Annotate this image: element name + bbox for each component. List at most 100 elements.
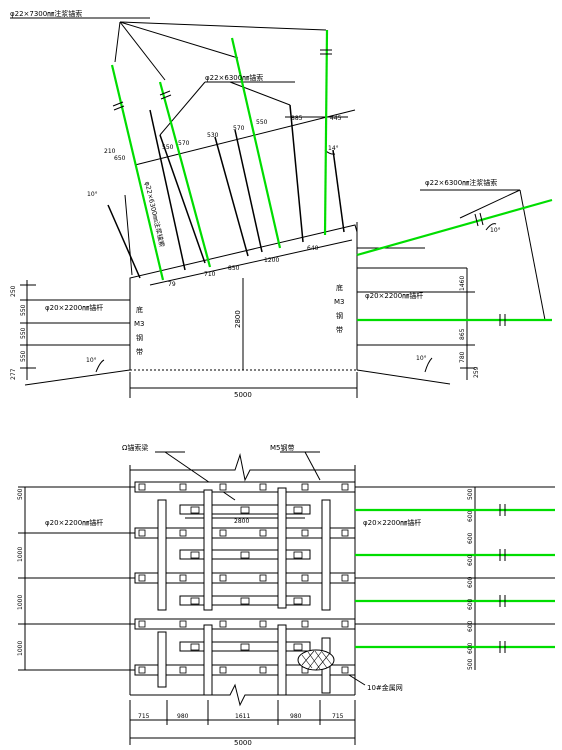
plan-right-dim-3: 600: [467, 532, 474, 544]
dim-roof-5: 640: [307, 245, 319, 252]
plan-dim-width: 5000: [234, 739, 252, 747]
label-right-anchor: φ22×6300㎜注浆锚索: [425, 178, 497, 187]
floor-line-right: [356, 369, 451, 385]
anchor-plate: [240, 643, 250, 651]
belt-row-3: [134, 572, 356, 584]
belt-row-5: [134, 664, 356, 676]
plan-right-dim-9: 500: [467, 658, 474, 670]
bolt-plate: [179, 529, 187, 537]
anchor-plate: [240, 506, 250, 514]
bolt-plate: [179, 666, 187, 674]
bolt-plate: [219, 666, 227, 674]
floor-line-left: [24, 369, 131, 386]
tunnel-outline: [129, 224, 358, 370]
anchor-plate: [190, 643, 200, 651]
elevation-labels: φ22×7300㎜注浆锚索 φ22×6300㎜锚索 φ22×6300㎜注浆锚索 …: [10, 9, 501, 399]
dim-roof-2: 710: [204, 271, 216, 278]
bolt-plate: [341, 620, 349, 628]
anchor-plate: [190, 506, 200, 514]
dim-top-7: 445: [330, 115, 342, 122]
anchor-plate: [293, 551, 303, 559]
anchor-green-2: [158, 81, 212, 268]
plan-right-dim-5: 600: [467, 576, 474, 588]
bolt-plates: [138, 483, 349, 674]
dim-top-3: 530: [207, 132, 219, 139]
bolt-plate: [301, 529, 309, 537]
bolt-plate: [259, 529, 267, 537]
anchor-plate: [293, 643, 303, 651]
angle-14: 14°: [328, 145, 339, 152]
belt-row-1: [134, 481, 356, 493]
plan-right-dim-7: 600: [467, 620, 474, 632]
label-steel-belt: M5钢带: [270, 443, 295, 452]
bolt-plate: [341, 666, 349, 674]
anchor-green-1: [110, 64, 165, 281]
anchor-black-3: [159, 134, 206, 264]
dim-top-2: 570: [178, 140, 190, 147]
plan-left-dim-4: 1000: [17, 641, 24, 656]
section-elevation: [10, 17, 546, 398]
wall-text-right-1: 底: [336, 283, 343, 292]
belt-row-2: [134, 527, 356, 539]
bolt-plate: [301, 620, 309, 628]
plan-right-dim-2: 600: [467, 510, 474, 522]
plan-left-dim-1: 500: [17, 488, 24, 500]
bolt-plate: [138, 483, 146, 491]
label-bolt-left: φ20×2200㎜锚杆: [45, 303, 103, 312]
plan-label-bolt-right: φ20×2200㎜锚杆: [363, 518, 421, 527]
wall-text-right-3: 钢: [336, 311, 343, 320]
anchor-plate: [240, 597, 250, 605]
plan-left-dim-2: 1000: [17, 547, 24, 562]
label-mid-anchor: φ22×6300㎜锚索: [205, 73, 263, 82]
dim-210: 210: [104, 148, 116, 155]
anchor-black-4: [214, 136, 249, 257]
bolt-plate: [219, 574, 227, 582]
right-dim-2: 865: [459, 328, 466, 340]
anchor-plate: [240, 551, 250, 559]
left-dim-5: 277: [10, 368, 17, 380]
bolt-plate: [259, 620, 267, 628]
anchor-plate: [293, 597, 303, 605]
bolt-plate: [179, 483, 187, 491]
wall-text-left-1: 底: [136, 305, 143, 314]
bolt-plate: [301, 483, 309, 491]
bolt-plate: [179, 574, 187, 582]
right-dim-3: 780: [459, 351, 466, 363]
wall-text-right-4: 带: [336, 326, 343, 334]
plan-labels: Ω锚索梁 M5钢带 φ20×2200㎜锚杆 φ20×2200㎜锚杆 10#金属网…: [17, 443, 474, 747]
label-mesh: 10#金属网: [367, 683, 403, 692]
green-bolts-plan: [355, 508, 555, 649]
wall-text-left-4: 带: [136, 348, 143, 356]
metal-mesh-patch: [297, 649, 335, 671]
angle-right: 10°: [416, 355, 427, 362]
plan-right-dim-1: 500: [467, 488, 474, 500]
dim-top-6: 885: [291, 115, 303, 122]
bolt-plate: [259, 483, 267, 491]
bolt-plate: [219, 483, 227, 491]
label-bolt-right: φ20×2200㎜锚杆: [365, 291, 423, 300]
anchor-green-4: [323, 29, 329, 236]
bolt-plate: [179, 620, 187, 628]
plan-right-dim-4: 600: [467, 554, 474, 566]
bolt-plate: [138, 666, 146, 674]
belt-row-4: [134, 618, 356, 630]
right-dim-4: 259: [473, 366, 480, 378]
dim-top-4: 570: [233, 125, 245, 132]
bolt-plate: [138, 529, 146, 537]
plan-right-dim-6: 600: [467, 598, 474, 610]
plan-right-dim-8: 600: [467, 642, 474, 654]
bolt-plate: [259, 574, 267, 582]
dim-height: 2800: [234, 310, 242, 328]
anchor-plate: [293, 506, 303, 514]
label-anchor-beam: Ω锚索梁: [122, 443, 148, 452]
bolt-plate: [341, 483, 349, 491]
dim-top-5: 550: [256, 119, 268, 126]
dim-650: 650: [114, 155, 126, 162]
anchor-green-3: [230, 37, 282, 249]
left-dim-4: 550: [20, 350, 27, 362]
bolt-plate: [138, 620, 146, 628]
left-dim-2: 550: [20, 304, 27, 316]
left-dim-1: 250: [10, 285, 17, 297]
bolt-plate: [301, 574, 309, 582]
